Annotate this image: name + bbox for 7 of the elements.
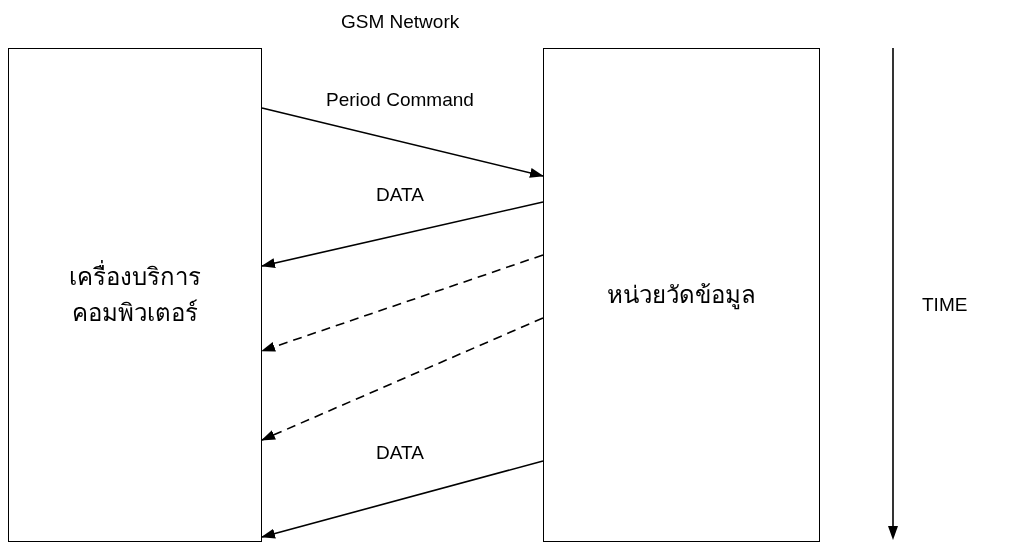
arrow [261,460,544,539]
device-box: เครื่องบริการคอมพิวเตอร์ [8,48,262,542]
arrow [261,317,544,441]
arrow [261,107,544,178]
device-box: หน่วยวัดข้อมูล [543,48,820,542]
arrow [261,201,544,268]
arrow [261,254,544,352]
